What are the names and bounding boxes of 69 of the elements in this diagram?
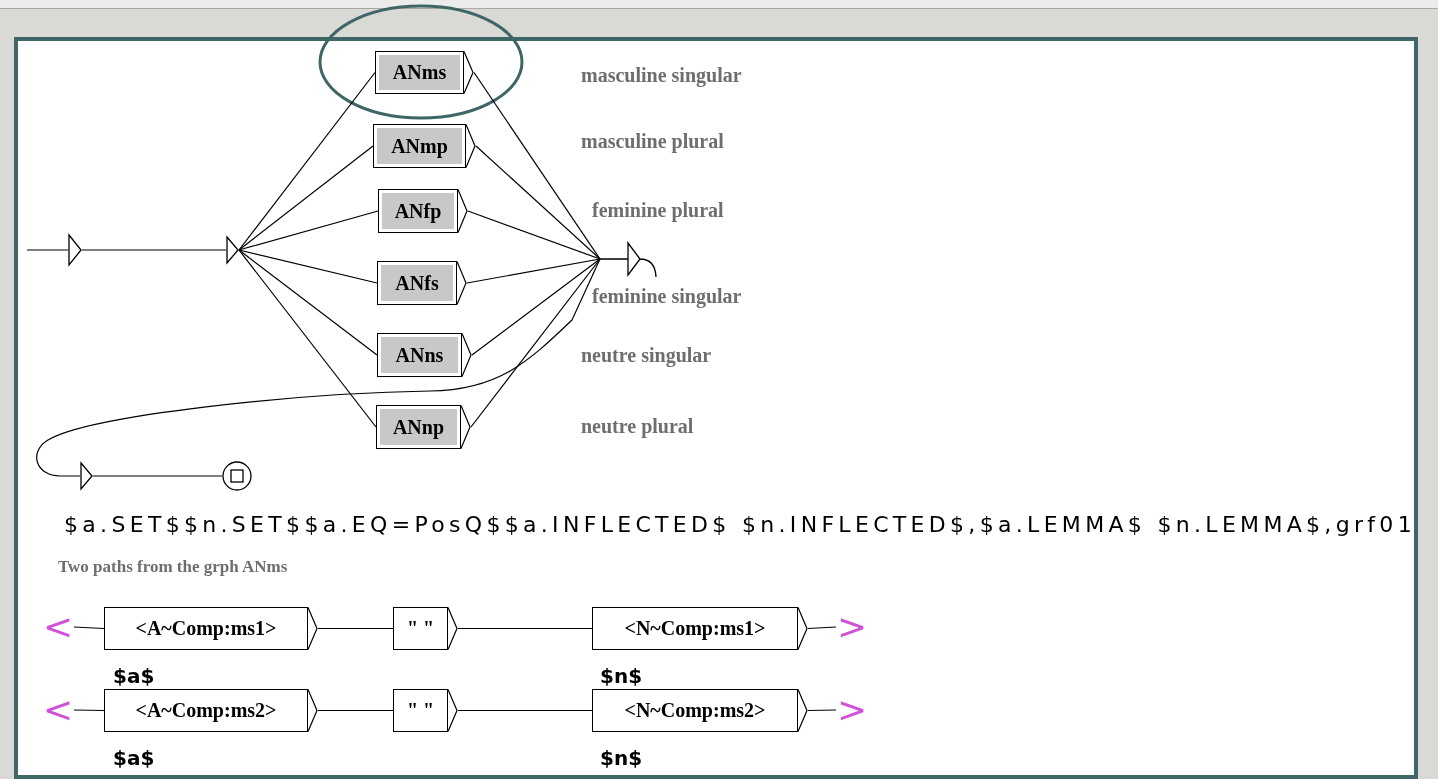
box-label: ANfp: [382, 193, 454, 229]
box-label: <A~Comp:ms2>: [134, 698, 278, 724]
angle-bracket: <: [42, 610, 74, 644]
graph-box: [393, 607, 458, 650]
final-state-circle: [222, 461, 252, 491]
connector-line: [92, 475, 223, 477]
graph-box: [393, 689, 458, 732]
initial-triangle: [68, 234, 82, 266]
output-text: $a.SET$$n.SET$$a.EQ=PosQ$$a.INFLECTED$ $n.INFLECTED$,$a.LEMMA$ $n.LEMMA$,grf01: [64, 512, 1416, 537]
state-label: masculine plural: [581, 130, 724, 153]
graph-box: [375, 51, 474, 94]
state-label: neutre singular: [581, 344, 712, 367]
box-label: <N~Comp:ms1>: [623, 616, 767, 642]
connector-line: [473, 71, 601, 260]
box-label: ANfs: [381, 265, 453, 301]
connector-line: [470, 258, 601, 428]
angle-bracket: <: [42, 693, 74, 727]
angle-bracket: >: [836, 693, 868, 727]
state-label: feminine plural: [592, 199, 724, 222]
box-label: ANns: [381, 337, 458, 373]
box-label: <A~Comp:ms1>: [134, 616, 278, 642]
connector-line: [238, 249, 377, 428]
connector-line: [807, 709, 837, 712]
graph-box: [377, 261, 467, 305]
initial-triangle: [226, 236, 239, 264]
graph-box: [104, 607, 318, 650]
box-label: " ": [405, 698, 436, 723]
connector-line: [471, 258, 601, 356]
caption-text: Two paths from the grph ANms: [58, 557, 288, 577]
output-text: $a$: [113, 746, 155, 770]
graph-box: [377, 333, 472, 377]
connector-line: [73, 626, 105, 630]
connector-line: [317, 709, 394, 712]
graph-box: [378, 189, 468, 233]
connector-line: [238, 249, 378, 356]
connector-line: [36, 258, 601, 477]
output-text: $n$: [600, 746, 643, 770]
connector-line: [457, 709, 593, 712]
box-label: ANms: [379, 55, 460, 90]
connector-line: [73, 709, 105, 712]
state-label: feminine singular: [592, 285, 742, 308]
output-text: $n$: [600, 664, 643, 688]
connector-line: [475, 145, 601, 260]
connector-line: [457, 627, 593, 630]
connector-line: [807, 626, 837, 630]
box-label: ANmp: [377, 128, 462, 164]
connector-line: [317, 627, 394, 630]
connector-line: [238, 145, 374, 251]
graph-box: [592, 689, 808, 732]
graph-box: [104, 689, 318, 732]
graph-box: [592, 607, 808, 650]
box-label: <N~Comp:ms2>: [623, 698, 767, 724]
initial-triangle: [80, 462, 93, 490]
connector-line: [238, 249, 378, 284]
graph-box: [373, 124, 476, 168]
connector-line: [26, 249, 69, 251]
connector-line: [467, 210, 601, 260]
graph-box: [376, 405, 471, 449]
box-label: " ": [405, 616, 436, 641]
state-label: neutre plural: [581, 415, 694, 438]
connector-line: [466, 258, 601, 284]
output-text: $a$: [113, 664, 155, 688]
state-label: masculine singular: [581, 64, 742, 87]
junction-triangle: [600, 240, 658, 278]
connector-line: [238, 71, 376, 251]
connector-line: [81, 249, 227, 251]
box-label: ANnp: [380, 409, 457, 445]
connector-line: [238, 210, 379, 251]
angle-bracket: >: [836, 610, 868, 644]
